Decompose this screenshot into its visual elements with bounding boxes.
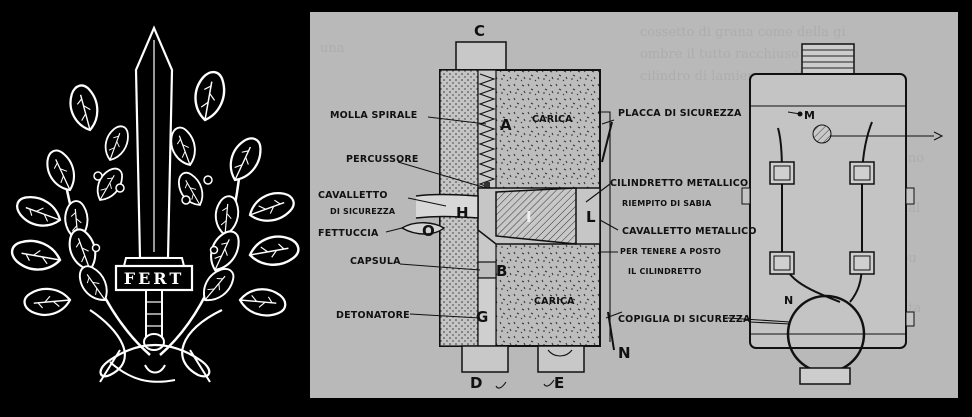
letter-i: I: [526, 208, 532, 226]
label-carica-top: CARICA: [532, 114, 573, 125]
label-riempito-di-sabia: RIEMPITO DI SABIA: [622, 199, 712, 208]
letter-l: L: [586, 208, 596, 226]
letter-a: A: [500, 116, 512, 134]
label-percussore: PERCUSSORE: [346, 154, 419, 165]
letter-h: H: [456, 204, 469, 222]
svg-text:cossetto di grana come della g: cossetto di grana come della gi: [640, 25, 846, 40]
label-placca-di-sicurezza: PLACCA DI SICUREZZA: [618, 108, 742, 119]
label-copiglia-di-sicurezza: COPIGLIA DI SICUREZZA: [618, 314, 751, 325]
label-molla-spirale: MOLLA SPIRALE: [330, 110, 417, 121]
letter-n-left: N: [618, 344, 631, 362]
label-di-sicurezza: DI SICUREZZA: [330, 207, 396, 216]
right-branch: [159, 68, 302, 356]
emblem-motto: FERT: [124, 269, 184, 288]
grenade-exterior-view: [727, 43, 944, 385]
ribbon-knot-icon: [89, 309, 223, 383]
left-branch: [8, 81, 151, 356]
letter-m: M: [804, 109, 815, 122]
grenade-diagram-panel: cossetto di grana come della gi ombre il…: [310, 12, 958, 398]
label-il-cilindretto: IL CILINDRETTO: [628, 267, 701, 276]
label-cavalletto: CAVALLETTO: [318, 190, 388, 201]
label-detonatore: DETONATORE: [336, 310, 410, 321]
svg-text:una: una: [320, 41, 345, 56]
label-fettuccia: FETTUCCIA: [318, 228, 379, 239]
svg-text:ombre il tutto racchiuso in un: ombre il tutto racchiuso in una: [640, 47, 844, 62]
letter-c: C: [474, 22, 485, 40]
fert-emblem: FERT: [0, 0, 310, 417]
letter-o: O: [422, 222, 435, 240]
label-cavalletto-metallico: CAVALLETTO METALLICO: [622, 226, 757, 237]
grenade-cross-section: [385, 41, 623, 389]
letter-b: B: [496, 262, 507, 280]
spring-icon: [478, 73, 496, 190]
letter-e: E: [554, 374, 564, 392]
label-capsula: CAPSULA: [350, 256, 401, 267]
letter-d: D: [470, 374, 482, 392]
label-cilindretto-metallico: CILINDRETTO METALLICO: [610, 178, 748, 189]
grenade-cross-section-diagram: cossetto di grana come della gi ombre il…: [310, 12, 958, 398]
letter-g: G: [476, 308, 488, 326]
label-carica-bottom: CARICA: [534, 296, 575, 307]
label-per-tenere-a-posto: PER TENERE A POSTO: [620, 247, 721, 256]
letter-n-right: N: [784, 294, 793, 307]
